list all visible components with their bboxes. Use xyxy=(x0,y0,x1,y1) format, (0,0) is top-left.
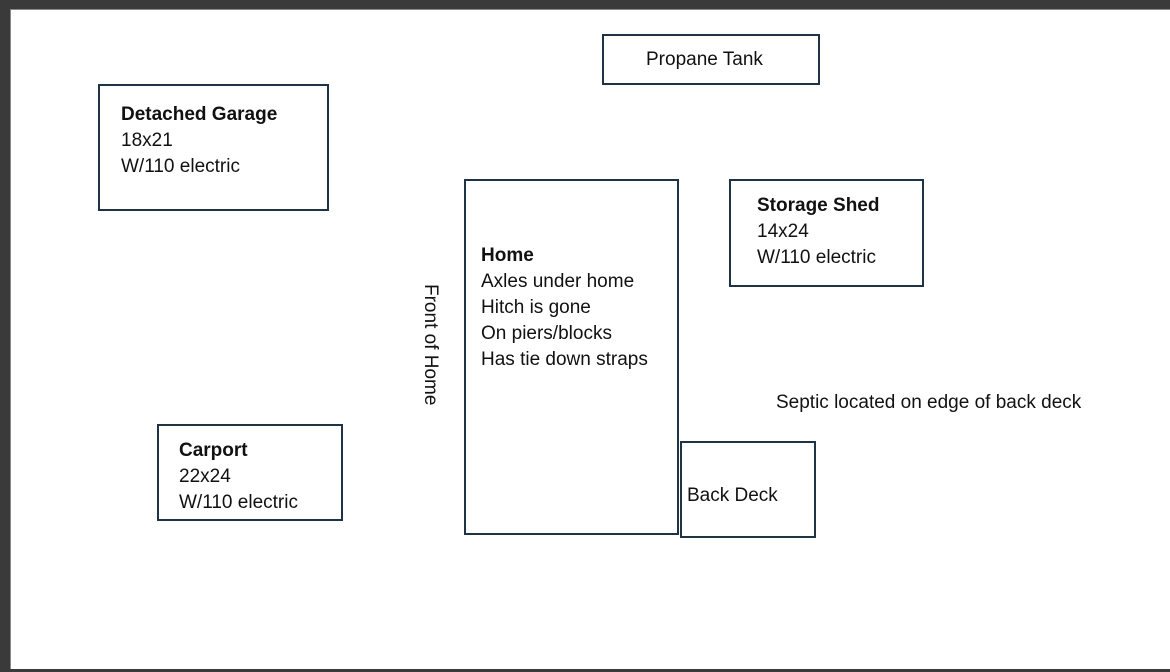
propane-tank-box: Propane Tank xyxy=(602,34,820,85)
carport-text: Carport 22x24 W/110 electric xyxy=(179,438,298,516)
back-deck-box: Back Deck xyxy=(680,441,816,538)
storage-shed-electric: W/110 electric xyxy=(757,247,876,268)
home-axles: Axles under home xyxy=(481,271,635,292)
carport-title: Carport xyxy=(179,440,248,461)
detached-garage-electric: W/110 electric xyxy=(121,156,240,177)
carport-electric: W/110 electric xyxy=(179,492,298,513)
propane-tank-label: Propane Tank xyxy=(646,49,763,70)
detached-garage-box: Detached Garage 18x21 W/110 electric xyxy=(98,84,329,211)
front-of-home-label: Front of Home xyxy=(420,284,441,406)
home-piers: On piers/blocks xyxy=(481,323,612,344)
storage-shed-text: Storage Shed 14x24 W/110 electric xyxy=(757,193,879,271)
back-deck-label: Back Deck xyxy=(687,485,778,506)
carport-box: Carport 22x24 W/110 electric xyxy=(157,424,343,521)
detached-garage-size: 18x21 xyxy=(121,130,173,151)
home-title: Home xyxy=(481,245,534,266)
storage-shed-size: 14x24 xyxy=(757,221,809,242)
detached-garage-title: Detached Garage xyxy=(121,104,278,125)
home-text: Home Axles under home Hitch is gone On p… xyxy=(481,243,648,373)
home-straps: Has tie down straps xyxy=(481,349,648,370)
storage-shed-title: Storage Shed xyxy=(757,195,880,216)
septic-note: Septic located on edge of back deck xyxy=(776,392,1082,413)
storage-shed-box: Storage Shed 14x24 W/110 electric xyxy=(729,179,924,287)
site-diagram-page: Propane Tank Detached Garage 18x21 W/110… xyxy=(10,9,1170,669)
home-box: Home Axles under home Hitch is gone On p… xyxy=(464,179,679,535)
detached-garage-text: Detached Garage 18x21 W/110 electric xyxy=(121,102,277,180)
home-hitch: Hitch is gone xyxy=(481,297,591,318)
carport-size: 22x24 xyxy=(179,466,231,487)
